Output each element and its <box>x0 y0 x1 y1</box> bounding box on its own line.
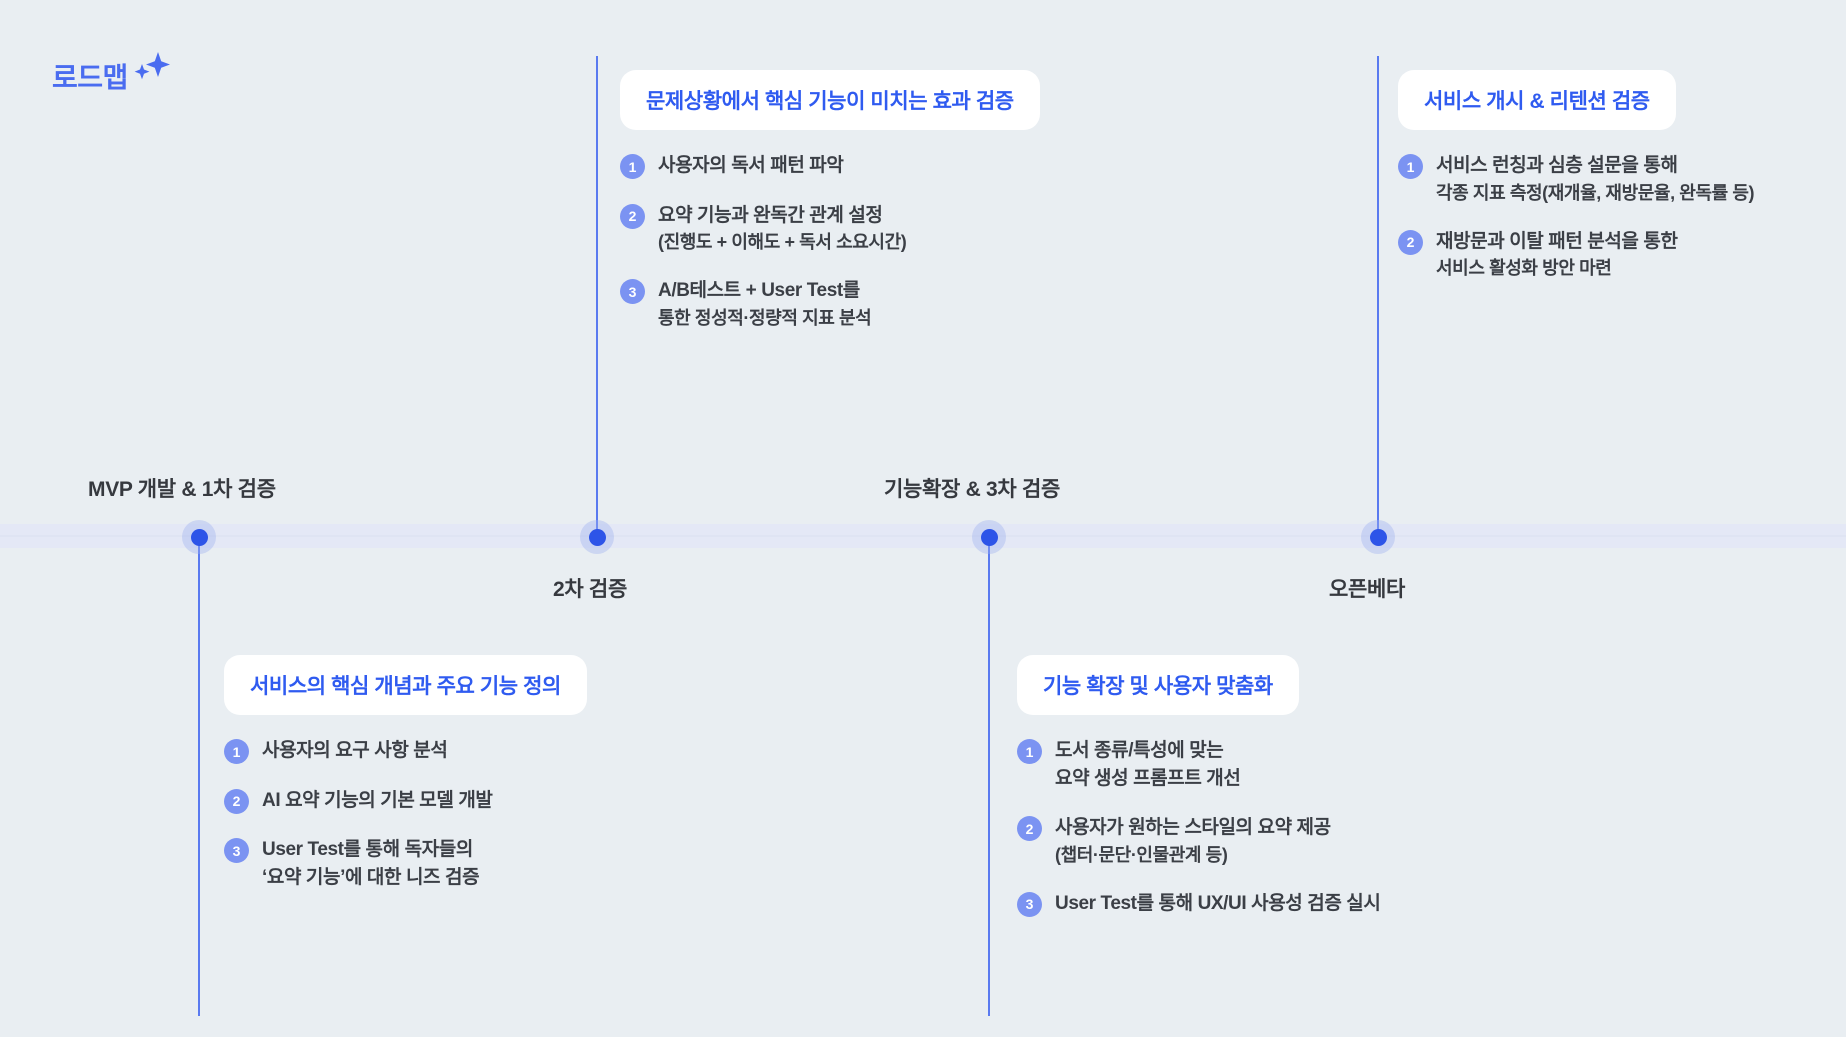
sparkle-icon <box>134 52 170 80</box>
item-line-1: AI 요약 기능의 기본 모델 개발 <box>262 789 493 811</box>
item-line-1: 요약 기능과 완독간 관계 설정 <box>658 204 883 226</box>
card-title: 서비스 개시 & 리텐션 검증 <box>1398 70 1676 130</box>
item-text: 도서 종류/특성에 맞는 요약 생성 프롬프트 개선 <box>1055 737 1241 792</box>
card-openbeta: 서비스 개시 & 리텐션 검증 1 서비스 런칭과 심층 설문을 통해 각종 지… <box>1398 70 1755 282</box>
item-line-2: 서비스 활성화 방안 마련 <box>1436 258 1612 279</box>
timeline-node-openbeta[interactable] <box>1361 520 1395 554</box>
timeline-node-second[interactable] <box>580 520 614 554</box>
item-badge: 3 <box>1017 891 1042 917</box>
card-items: 1 사용자의 요구 사항 분석 2 AI 요약 기능의 기본 모델 개발 3 U… <box>224 737 587 891</box>
list-item: 2 재방문과 이탈 패턴 분석을 통한 서비스 활성화 방안 마련 <box>1398 228 1754 282</box>
connector-openbeta <box>1377 56 1379 536</box>
card-mvp: 서비스의 핵심 개념과 주요 기능 정의 1 사용자의 요구 사항 분석 2 A… <box>224 655 587 891</box>
list-item: 2 요약 기능과 완독간 관계 설정 (진행도 + 이해도 + 독서 소요시간) <box>620 202 1040 256</box>
item-line-2: 요약 생성 프롬프트 개선 <box>1055 767 1241 789</box>
card-second-validation: 문제상황에서 핵심 기능이 미치는 효과 검증 1 사용자의 독서 패턴 파악 … <box>620 70 1040 331</box>
timeline-node-expansion[interactable] <box>972 520 1006 554</box>
item-badge: 3 <box>620 279 645 305</box>
timeline-node-dot <box>1369 528 1387 546</box>
list-item: 3 User Test를 통해 독자들의 ‘요약 기능’에 대한 니즈 검증 <box>224 836 587 891</box>
milestone-label-second: 2차 검증 <box>553 578 627 601</box>
item-line-1: A/B테스트 + User Test를 <box>658 280 860 302</box>
item-text: AI 요약 기능의 기본 모델 개발 <box>262 787 493 815</box>
card-expansion: 기능 확장 및 사용자 맞춤화 1 도서 종류/특성에 맞는 요약 생성 프롬프… <box>1017 655 1381 918</box>
timeline-node-dot <box>588 528 606 546</box>
item-line-1: User Test를 통해 UX/UI 사용성 검증 실시 <box>1055 892 1381 914</box>
list-item: 1 사용자의 독서 패턴 파악 <box>620 152 1040 180</box>
item-text: User Test를 통해 독자들의 ‘요약 기능’에 대한 니즈 검증 <box>262 836 480 891</box>
timeline-axis <box>0 535 1846 537</box>
list-item: 2 AI 요약 기능의 기본 모델 개발 <box>224 787 587 815</box>
item-line-2: 각종 지표 측정(재개율, 재방문율, 완독률 등) <box>1436 182 1755 203</box>
sparkle-icon-group <box>130 50 170 94</box>
item-badge: 2 <box>1017 816 1042 842</box>
list-item: 1 서비스 런칭과 심층 설문을 통해 각종 지표 측정(재개율, 재방문율, … <box>1398 152 1755 206</box>
item-line-2: 통한 정성적·정량적 지표 분석 <box>658 307 872 328</box>
connector-expansion <box>988 536 990 1016</box>
page-title: 로드맵 <box>52 50 170 94</box>
item-line-1: 재방문과 이탈 패턴 분석을 통한 <box>1436 230 1678 252</box>
item-badge: 2 <box>1398 229 1423 255</box>
milestone-label-expansion: 기능확장 & 3차 검증 <box>884 478 1060 501</box>
item-text: 재방문과 이탈 패턴 분석을 통한 서비스 활성화 방안 마련 <box>1436 228 1678 282</box>
connector-mvp <box>198 536 200 1016</box>
timeline-node-dot <box>980 528 998 546</box>
item-text: 사용자의 요구 사항 분석 <box>262 737 448 765</box>
item-text: A/B테스트 + User Test를 통한 정성적·정량적 지표 분석 <box>658 277 872 331</box>
card-items: 1 사용자의 독서 패턴 파악 2 요약 기능과 완독간 관계 설정 (진행도 … <box>620 152 1040 331</box>
milestone-label-mvp: MVP 개발 & 1차 검증 <box>88 478 276 501</box>
timeline-node-mvp[interactable] <box>182 520 216 554</box>
item-line-1: 사용자의 독서 패턴 파악 <box>658 155 844 176</box>
page-title-text: 로드맵 <box>52 62 128 93</box>
item-badge: 1 <box>1398 154 1423 179</box>
item-line-2: (진행도 + 이해도 + 독서 소요시간) <box>658 232 907 253</box>
item-badge: 3 <box>224 838 249 864</box>
item-text: 서비스 런칭과 심층 설문을 통해 각종 지표 측정(재개율, 재방문율, 완독… <box>1436 152 1755 206</box>
item-line-2: ‘요약 기능’에 대한 니즈 검증 <box>262 866 480 888</box>
item-badge: 2 <box>224 788 249 814</box>
item-line-1: 사용자의 요구 사항 분석 <box>262 740 448 761</box>
item-line-1: 도서 종류/특성에 맞는 <box>1055 740 1224 761</box>
list-item: 2 사용자가 원하는 스타일의 요약 제공 (챕터·문단·인물관계 등) <box>1017 814 1380 868</box>
card-items: 1 서비스 런칭과 심층 설문을 통해 각종 지표 측정(재개율, 재방문율, … <box>1398 152 1755 282</box>
item-badge: 1 <box>1017 739 1042 764</box>
item-badge: 2 <box>620 203 645 229</box>
item-text: User Test를 통해 UX/UI 사용성 검증 실시 <box>1055 890 1381 918</box>
milestone-label-openbeta: 오픈베타 <box>1329 578 1406 601</box>
item-line-1: User Test를 통해 독자들의 <box>262 839 473 861</box>
list-item: 3 A/B테스트 + User Test를 통한 정성적·정량적 지표 분석 <box>620 277 1040 331</box>
list-item: 1 사용자의 요구 사항 분석 <box>224 737 587 765</box>
item-line-1: 서비스 런칭과 심층 설문을 통해 <box>1436 155 1678 176</box>
item-line-1: 사용자가 원하는 스타일의 요약 제공 <box>1055 817 1331 839</box>
item-text: 사용자가 원하는 스타일의 요약 제공 (챕터·문단·인물관계 등) <box>1055 814 1331 868</box>
connector-second <box>596 56 598 536</box>
card-items: 1 도서 종류/특성에 맞는 요약 생성 프롬프트 개선 2 사용자가 원하는 … <box>1017 737 1381 918</box>
item-text: 요약 기능과 완독간 관계 설정 (진행도 + 이해도 + 독서 소요시간) <box>658 202 907 256</box>
list-item: 3 User Test를 통해 UX/UI 사용성 검증 실시 <box>1017 890 1381 918</box>
list-item: 1 도서 종류/특성에 맞는 요약 생성 프롬프트 개선 <box>1017 737 1380 792</box>
item-text: 사용자의 독서 패턴 파악 <box>658 152 844 180</box>
card-title: 문제상황에서 핵심 기능이 미치는 효과 검증 <box>620 70 1040 130</box>
item-badge: 1 <box>620 154 645 179</box>
card-title: 서비스의 핵심 개념과 주요 기능 정의 <box>224 655 587 715</box>
item-line-2: (챕터·문단·인물관계 등) <box>1055 844 1228 865</box>
card-title: 기능 확장 및 사용자 맞춤화 <box>1017 655 1299 715</box>
timeline-node-dot <box>190 528 208 546</box>
item-badge: 1 <box>224 739 249 764</box>
